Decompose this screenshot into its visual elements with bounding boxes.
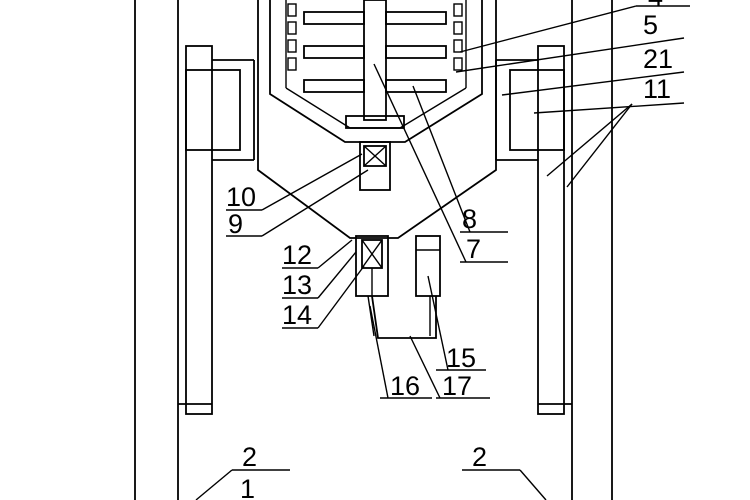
label-21: 21: [643, 44, 673, 74]
label-7: 7: [466, 234, 481, 264]
left-support: [178, 45, 255, 415]
label-16: 16: [390, 371, 420, 401]
label-9: 9: [228, 209, 243, 239]
agitator: [303, 0, 447, 129]
outer-frame: [134, 0, 613, 500]
label-1: 1: [240, 474, 255, 500]
collection-tray: [367, 295, 437, 339]
wall-scrapers: [287, 3, 463, 71]
label-13: 13: [282, 270, 312, 300]
label-2-left: 2: [242, 442, 257, 472]
side-unit: [415, 235, 441, 297]
label-15: 15: [446, 343, 476, 373]
outer-vessel: [257, 0, 497, 239]
upper-valve: [359, 141, 391, 191]
right-support: [495, 45, 572, 415]
label-17: 17: [442, 371, 472, 401]
leader-lines: [195, 5, 690, 500]
label-4: 4: [648, 0, 663, 12]
reference-numerals: 4 5 21 11 10 9 8 7 12 13 14 15 16 17 2 2…: [226, 0, 673, 500]
label-14: 14: [282, 300, 312, 330]
label-8: 8: [462, 204, 477, 234]
label-10: 10: [226, 182, 256, 212]
label-11: 11: [643, 74, 671, 104]
label-5: 5: [643, 10, 658, 40]
lower-valve: [355, 235, 389, 297]
label-12: 12: [282, 240, 312, 270]
label-2-right: 2: [472, 442, 487, 472]
